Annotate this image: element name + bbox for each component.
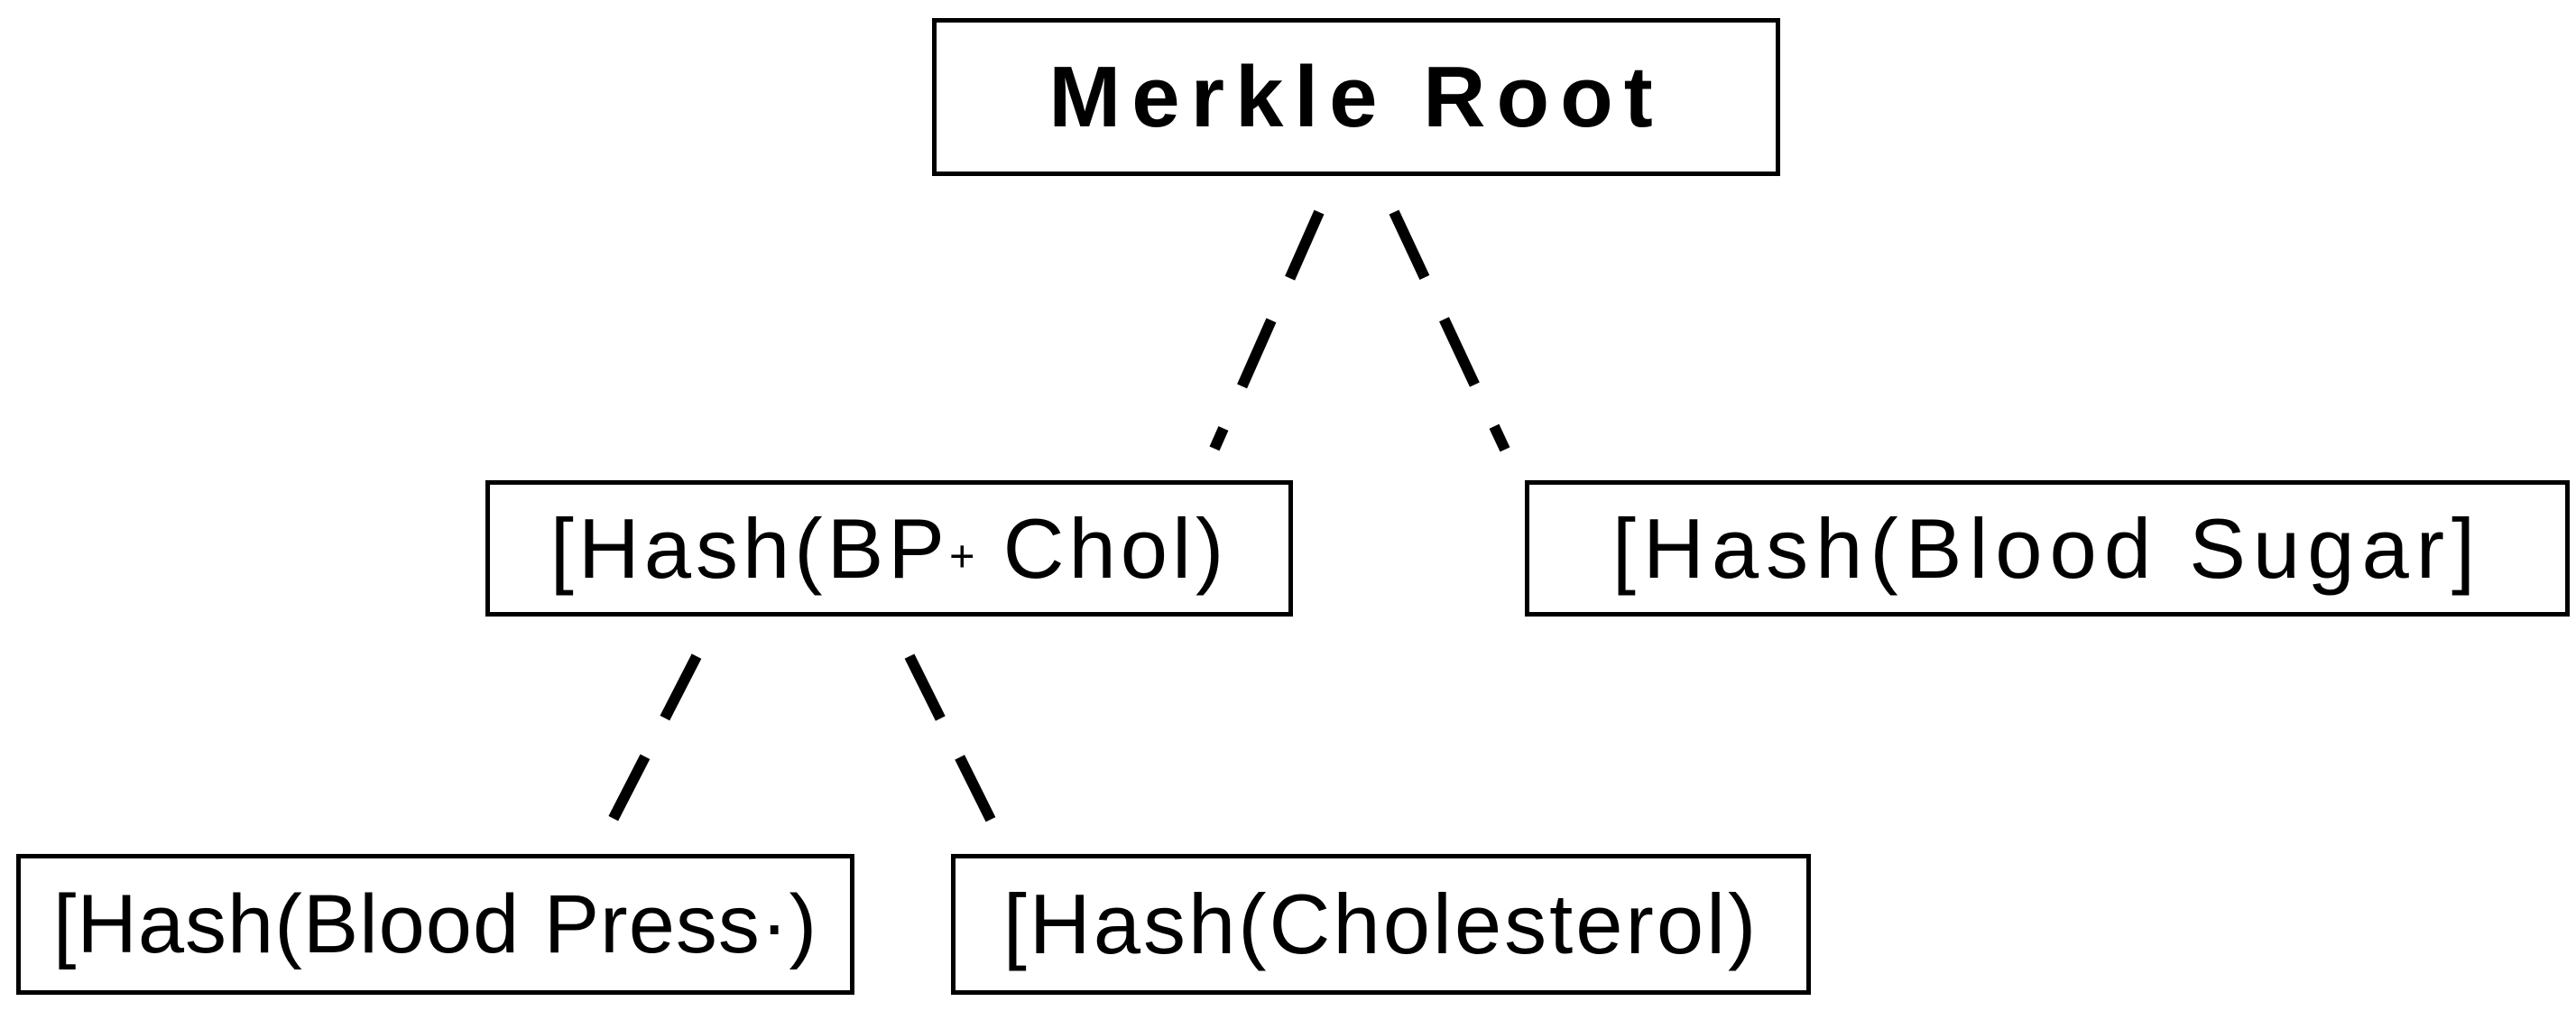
node-hash-bp-chol-label: [Hash(BP+ Chol) bbox=[550, 506, 1229, 591]
connector-branch-to-leaf-right bbox=[904, 654, 1001, 831]
node-merkle-root: Merkle Root bbox=[932, 18, 1780, 176]
hash-bp-chol-suffix: Chol) bbox=[974, 500, 1229, 596]
node-hash-cholesterol-label: [Hash(Cholesterol) bbox=[1002, 877, 1759, 971]
node-hash-cholesterol: [Hash(Cholesterol) bbox=[951, 854, 1811, 995]
node-merkle-root-label: Merkle Root bbox=[1048, 48, 1664, 145]
connector-branch-to-leaf-left bbox=[603, 654, 702, 831]
node-hash-blood-press-label: [Hash(Blood Press·) bbox=[52, 878, 818, 970]
node-hash-blood-sugar-label: [Hash(Blood Sugar] bbox=[1611, 500, 2483, 596]
hash-bp-chol-prefix: [Hash(BP bbox=[549, 500, 949, 596]
node-hash-blood-press: [Hash(Blood Press·) bbox=[16, 854, 854, 995]
node-hash-bp-chol: [Hash(BP+ Chol) bbox=[485, 480, 1293, 617]
node-hash-blood-sugar: [Hash(Blood Sugar] bbox=[1525, 480, 2570, 617]
connector-root-to-branch-left bbox=[1209, 209, 1325, 451]
plus-sign: + bbox=[948, 532, 975, 581]
connector-root-to-branch-right bbox=[1389, 209, 1510, 452]
